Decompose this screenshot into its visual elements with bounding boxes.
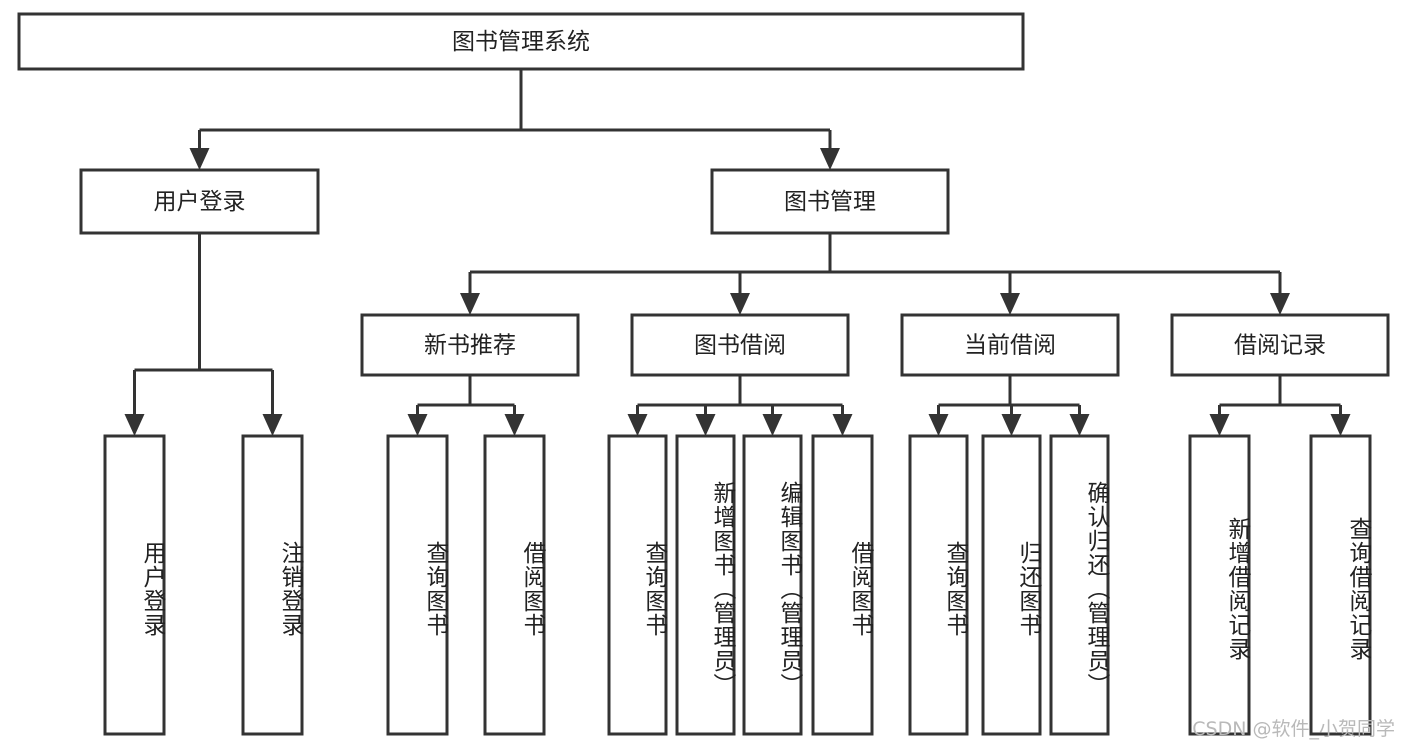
node-label-new-book-recommend: 新书推荐 [424, 333, 516, 359]
node-box-new-book-recommend[interactable] [360, 313, 580, 377]
arrow-head-icon-leaf-edit-book [762, 414, 783, 436]
node-box-leaf-add-book[interactable] [675, 434, 736, 736]
arrow-head-icon-leaf-query-book-3 [928, 414, 949, 436]
node-box-leaf-user-logout[interactable] [241, 434, 304, 736]
arrow-head-icon-leaf-add-book [695, 414, 716, 436]
node-box-leaf-user-login[interactable] [103, 434, 166, 736]
csdn-watermark: CSDN @软件_小贺同学 [1192, 718, 1395, 740]
node-box-leaf-query-book-2[interactable] [607, 434, 668, 736]
arrow-head-icon-leaf-borrow-book-2 [832, 414, 853, 436]
arrow-head-icon-leaf-borrow-book-1 [504, 414, 525, 436]
node-box-leaf-confirm-return[interactable] [1049, 434, 1110, 736]
arrow-head-icon-current-borrow [1000, 293, 1020, 315]
node-box-book-manage[interactable] [710, 168, 950, 235]
node-label-root: 图书管理系统 [452, 29, 590, 55]
node-box-leaf-query-record[interactable] [1309, 434, 1372, 736]
arrow-head-icon-leaf-user-logout [262, 414, 283, 436]
arrow-head-icon-new-book-recommend [460, 293, 480, 315]
node-box-user-login[interactable] [79, 168, 320, 235]
arrow-head-icon-user-login [189, 148, 210, 170]
node-box-borrow-records[interactable] [1170, 313, 1390, 377]
arrow-head-icon-leaf-return-book [1001, 414, 1022, 436]
node-label-book-manage: 图书管理 [784, 189, 876, 215]
node-box-leaf-query-book-3[interactable] [908, 434, 969, 736]
node-box-current-borrow[interactable] [900, 313, 1120, 377]
arrow-head-icon-leaf-user-login [124, 414, 145, 436]
node-label-current-borrow: 当前借阅 [964, 333, 1056, 359]
node-box-book-borrow[interactable] [630, 313, 850, 377]
arrow-head-icon-leaf-query-book-1 [407, 414, 428, 436]
node-box-leaf-add-record[interactable] [1188, 434, 1251, 736]
node-label-book-borrow: 图书借阅 [694, 333, 786, 359]
node-box-leaf-edit-book[interactable] [742, 434, 803, 736]
node-box-root[interactable] [17, 12, 1025, 71]
arrow-head-icon-leaf-query-record [1330, 414, 1351, 436]
node-box-layer [17, 12, 1390, 736]
node-box-leaf-borrow-book-1[interactable] [483, 434, 546, 736]
arrow-head-icon-book-borrow [730, 293, 750, 315]
node-label-user-login: 用户登录 [154, 189, 246, 215]
arrow-head-icon-book-manage [820, 148, 840, 170]
node-box-leaf-query-book-1[interactable] [386, 434, 449, 736]
arrow-head-icon-leaf-confirm-return [1069, 414, 1090, 436]
node-label-borrow-records: 借阅记录 [1234, 333, 1326, 359]
arrow-head-icon-leaf-query-book-2 [627, 414, 648, 436]
connector-layer [124, 69, 1351, 436]
arrow-head-icon-borrow-records [1270, 293, 1290, 315]
arrow-head-icon-leaf-add-record [1209, 414, 1230, 436]
node-box-leaf-borrow-book-2[interactable] [811, 434, 874, 736]
node-box-leaf-return-book[interactable] [981, 434, 1042, 736]
